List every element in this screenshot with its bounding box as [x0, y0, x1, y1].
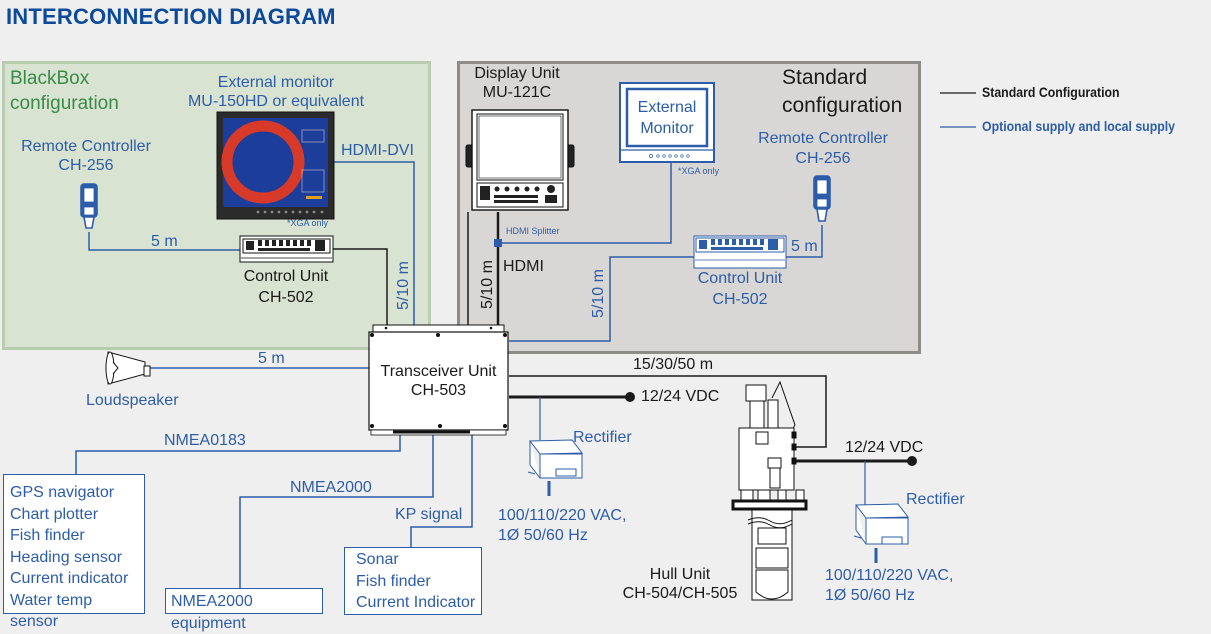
standard-heading-line1: Standard: [782, 66, 868, 89]
standard-heading-line2: configuration: [782, 94, 903, 117]
external-monitor-mu150hd-image: [216, 111, 335, 220]
loudspeaker-label: Loudspeaker: [86, 392, 179, 409]
transceiver-label-line1: Transceiver Unit: [380, 363, 497, 380]
blackbox-control-cable-length: 5/10 m: [395, 261, 412, 310]
external-monitor-mu150hd-label-line1: External monitor: [217, 74, 335, 91]
standard-external-monitor-label-line2: Monitor: [640, 120, 694, 137]
kp-signal-device-list: Sonar Fish finder Current Indicator: [344, 547, 482, 615]
standard-control-unit-label-line2: CH-502: [712, 291, 768, 308]
standard-remote-controller-label-line2: CH-256: [795, 150, 851, 167]
hdmi-splitter-node: [494, 239, 502, 247]
wire-hull-unit: [509, 375, 827, 448]
remote-controller-blackbox-image: [80, 183, 98, 229]
hull-unit-cable-length: 15/30/50 m: [633, 356, 714, 373]
nmea2000-label: NMEA2000: [290, 479, 372, 496]
blackbox-heading-line2: configuration: [10, 93, 119, 114]
wire-blackbox-control-transceiver: [333, 248, 388, 326]
diagram-title: INTERCONNECTION DIAGRAM: [6, 4, 336, 29]
standard-external-monitor-note: *XGA only: [678, 166, 720, 176]
standard-external-monitor-label-line1: External: [637, 99, 697, 116]
display-unit-mu121c-image: [465, 109, 575, 211]
wire-hdmi-dvi: [334, 161, 415, 326]
nmea0183-device: GPS navigator: [10, 484, 115, 501]
rectifier-2-label: Rectifier: [906, 491, 965, 508]
blackbox-remote-cable-length: 5 m: [151, 233, 178, 250]
external-monitor-standard-image: [619, 82, 715, 163]
display-unit-label-line1: Display Unit: [474, 65, 560, 82]
kp-signal-device: Fish finder: [356, 572, 431, 590]
nmea0183-device: Water temp sensor: [10, 591, 93, 631]
remote-controller-standard-image: [813, 175, 831, 222]
nmea0183-device-list: GPS navigator Chart plotter Fish finder …: [3, 474, 145, 630]
legend-standard-label: Standard Configuration: [982, 84, 1120, 100]
control-unit-blackbox-image: [239, 235, 334, 263]
external-monitor-mu150hd-label-line2: MU-150HD or equivalent: [187, 93, 365, 110]
rectifier-2-image: [853, 503, 909, 545]
hdmi-dvi-label: HDMI-DVI: [341, 142, 414, 159]
legend-optional-label: Optional supply and local supply: [982, 118, 1176, 134]
wire-blackbox-remote-5m: [88, 232, 240, 251]
blackbox-heading-line1: BlackBox: [10, 68, 90, 89]
loudspeaker-cable-length: 5 m: [258, 350, 285, 367]
wire-hdmi-splitter-monitor: [498, 162, 672, 244]
wire-kp-signal: [410, 433, 473, 548]
nmea0183-device: Fish finder: [10, 527, 85, 544]
hull-unit-image: [731, 380, 808, 601]
hdmi-splitter-label: HDMI Splitter: [506, 226, 560, 236]
control-unit-standard-image: [693, 235, 787, 269]
wire-nmea0183: [75, 433, 401, 474]
rectifier-1-label: Rectifier: [573, 429, 632, 446]
standard-control-cable-length: 5/10 m: [590, 269, 607, 318]
kp-signal-label: KP signal: [395, 506, 463, 523]
rectifier-1-image: [527, 439, 583, 479]
display-cable-length: 5/10 m: [479, 260, 496, 309]
standard-remote-cable-length: 5 m: [791, 238, 818, 255]
nmea0183-device: Heading sensor: [10, 548, 123, 566]
rectifier-2-vac-line2: 1Ø 50/60 Hz: [825, 587, 915, 604]
hull-unit-label-line2: CH-504/CH-505: [622, 585, 738, 602]
wire-standard-control-transceiver: [509, 256, 694, 342]
vdc-terminal-transceiver: [625, 392, 635, 402]
rectifier-2-vac-line1: 100/110/220 VAC,: [825, 567, 954, 584]
standard-control-unit-label-line1: Control Unit: [697, 270, 783, 287]
loudspeaker-image: [105, 351, 151, 385]
hull-vdc-label: 12/24 VDC: [845, 439, 924, 456]
wire-standard-remote-5m: [786, 225, 823, 258]
display-unit-label-line2: MU-121C: [482, 84, 552, 101]
blackbox-remote-controller-label-line1: Remote Controller: [21, 138, 151, 155]
nmea0183-label: NMEA0183: [164, 432, 246, 449]
nmea0183-device: Chart plotter: [10, 505, 99, 523]
kp-signal-device: Current Indicator: [356, 594, 476, 611]
transceiver-vdc-label: 12/24 VDC: [641, 388, 720, 405]
wire-nmea2000: [239, 433, 434, 588]
vdc-terminal-hull: [907, 456, 917, 466]
blackbox-control-unit-label-line1: Control Unit: [243, 268, 329, 285]
standard-remote-controller-label-line1: Remote Controller: [758, 130, 888, 147]
kp-signal-device: Sonar: [356, 551, 399, 568]
blackbox-remote-controller-label-line2: CH-256: [58, 157, 114, 174]
hdmi-label: HDMI: [503, 258, 544, 275]
hull-unit-label-line1: Hull Unit: [649, 566, 711, 583]
external-monitor-mu150hd-note: *XGA only: [287, 218, 329, 228]
transceiver-unit-image: [368, 324, 509, 436]
nmea0183-device: Current indicator: [10, 570, 129, 587]
nmea2000-device: NMEA2000 equipment: [171, 593, 253, 632]
nmea2000-device-box: NMEA2000 equipment: [165, 588, 323, 632]
blackbox-control-unit-label-line2: CH-502: [258, 289, 314, 306]
transceiver-label-line2: CH-503: [410, 382, 467, 399]
rectifier-1-vac-line1: 100/110/220 VAC,: [498, 507, 627, 524]
rectifier-1-vac-line2: 1Ø 50/60 Hz: [498, 527, 588, 544]
